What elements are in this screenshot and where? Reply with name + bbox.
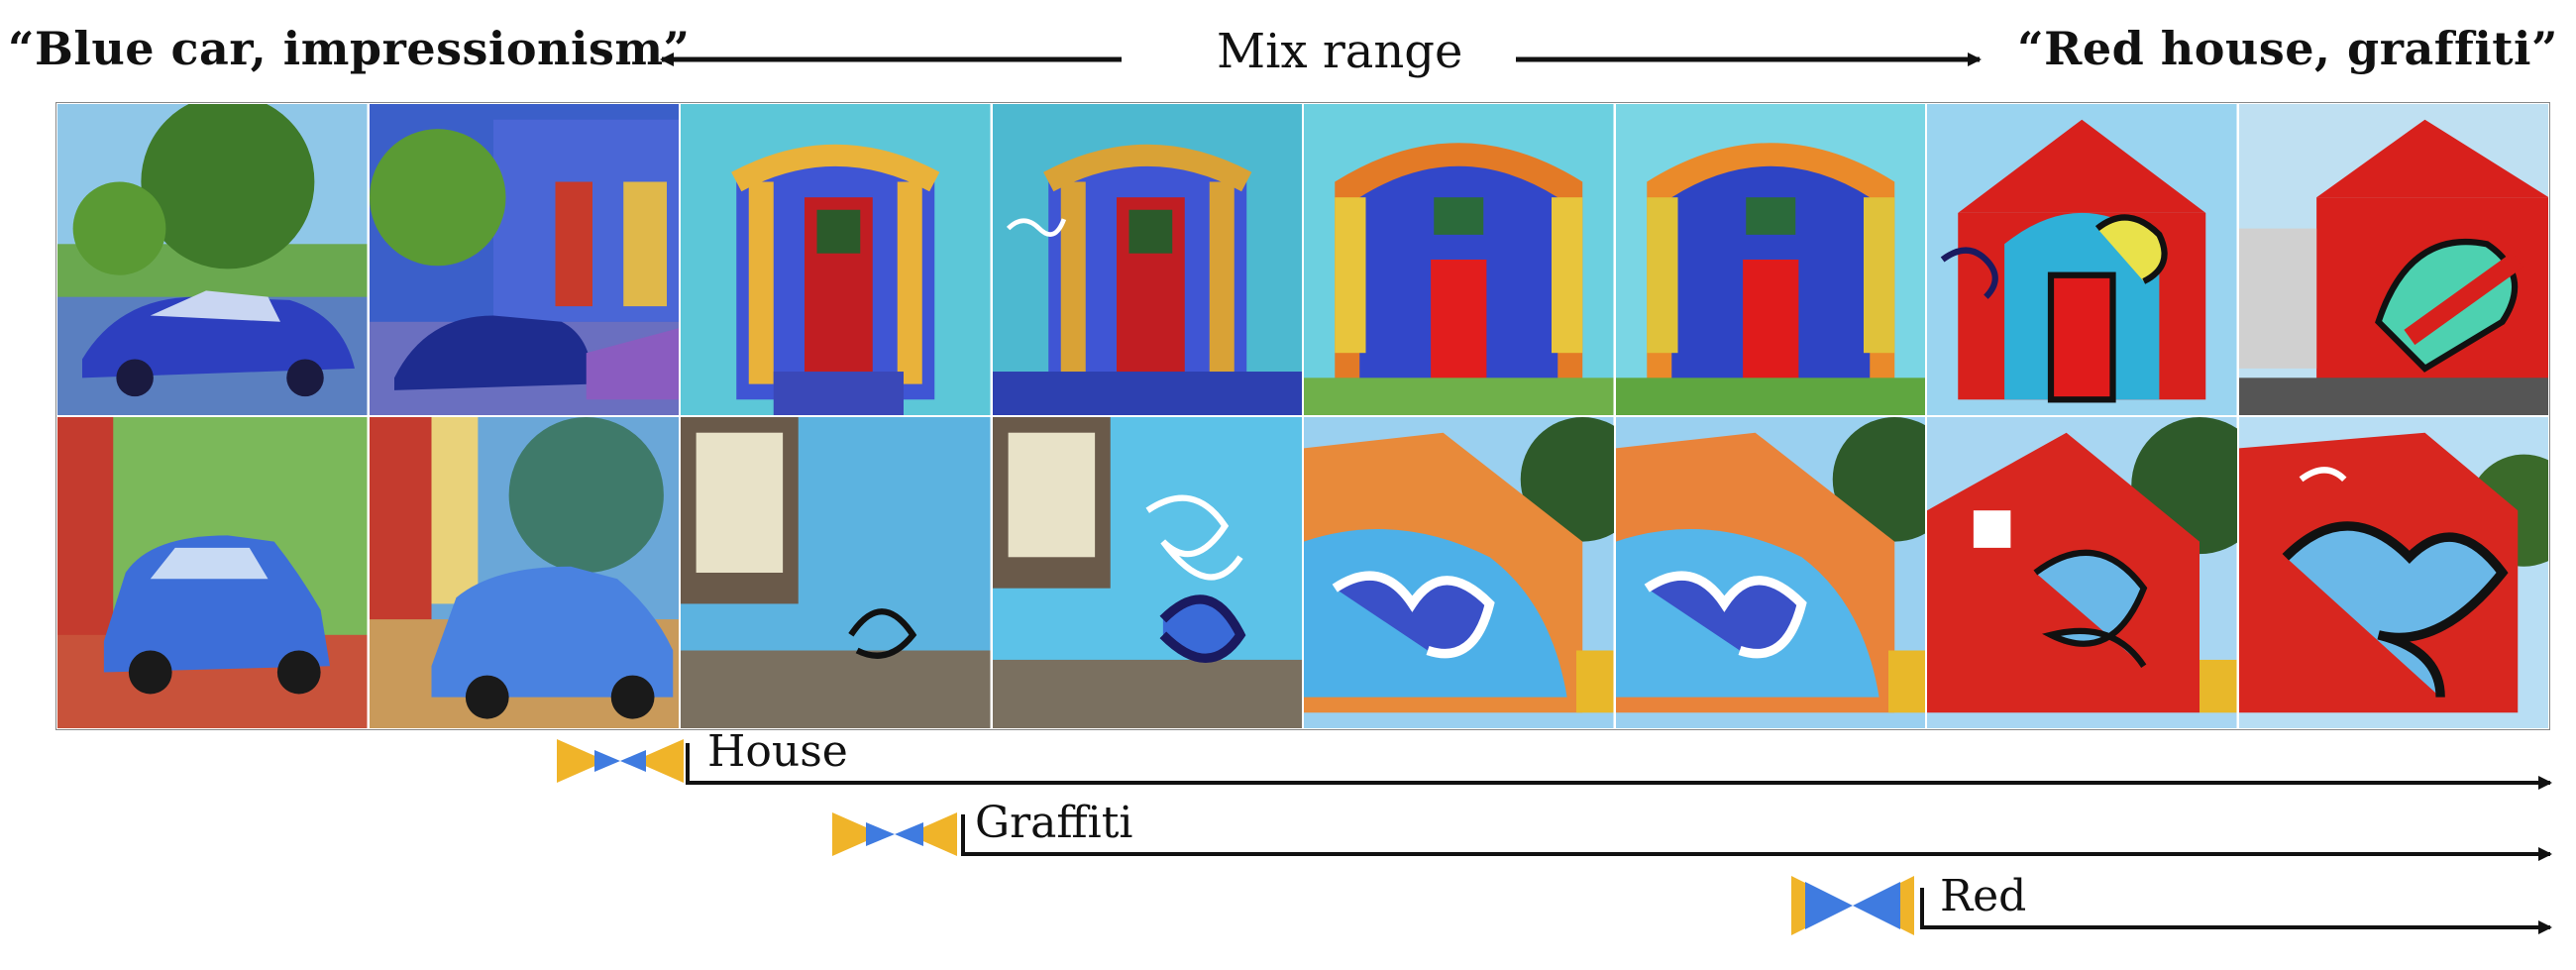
prompt-left-label: “Blue car, impressionism” xyxy=(8,22,691,75)
mix-range-label: Mix range xyxy=(1217,24,1463,79)
bowtie-icon xyxy=(832,812,957,856)
image-r1c1-car xyxy=(56,103,369,416)
bowtie-icon xyxy=(557,739,684,783)
image-r1c6-house-door xyxy=(1614,103,1926,416)
image-r1c7-house-graffiti xyxy=(1926,103,2238,416)
timeline-label-graffiti: Graffiti xyxy=(975,798,1133,848)
bowtie-icon xyxy=(1791,876,1914,935)
image-r1c4-house-door xyxy=(991,103,1303,416)
image-r2c7-red-graffiti-wall xyxy=(1926,416,2238,729)
image-r2c2-car xyxy=(368,416,680,729)
image-r1c3-house-door xyxy=(680,103,992,416)
image-r1c5-house-door xyxy=(1303,103,1615,416)
prompt-right-label: “Red house, graffiti” xyxy=(2017,22,2558,75)
mix-range-arrows xyxy=(660,53,1982,66)
image-r2c3-house-wall xyxy=(680,416,992,729)
image-r1c8-house-graffiti xyxy=(2237,103,2549,416)
timeline-label-red: Red xyxy=(1940,871,2027,921)
image-r2c5-graffiti-wall xyxy=(1303,416,1615,729)
image-r2c1-car xyxy=(56,416,369,729)
image-r2c6-graffiti-wall xyxy=(1614,416,1926,729)
image-r2c8-red-graffiti-wall xyxy=(2237,416,2549,729)
prompt-timeline xyxy=(557,739,2552,935)
image-r1c2-car-house xyxy=(368,103,680,416)
image-grid xyxy=(55,102,2550,730)
timeline-label-house: House xyxy=(707,726,848,777)
image-r2c4-house-wall-graffiti xyxy=(991,416,1303,729)
